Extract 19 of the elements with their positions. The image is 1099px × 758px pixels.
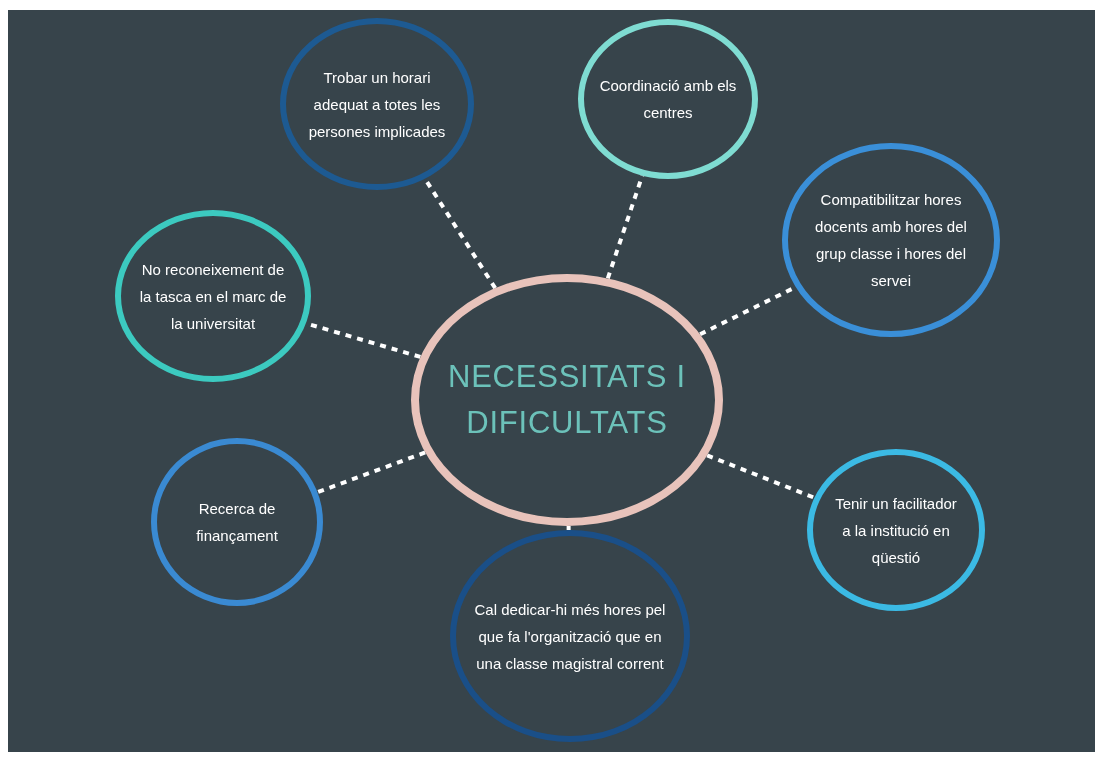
topic-ellipse	[807, 449, 985, 611]
topic-ellipse	[151, 438, 323, 606]
topic-ellipse	[115, 210, 311, 382]
topic-text: No reconeixement de la tasca en el marc de la universitat	[138, 259, 288, 334]
central-topic-text: NECESSITATS I DIFICULTATS	[447, 358, 687, 442]
topic-text: Tenir un facilitador a la institució en qüestió	[834, 493, 958, 568]
topic-text: Cal dedicar-hi més hores pel que fa l'organització que en una classe magistral corrent	[473, 599, 667, 674]
dotted-connector	[706, 453, 816, 500]
topic-ellipse	[782, 143, 1000, 337]
topic-text: Trobar un horari adequat a totes les persones implicades	[307, 67, 447, 142]
dotted-connector	[316, 450, 426, 495]
central-topic-ellipse	[411, 274, 723, 526]
topic-ellipse	[450, 530, 690, 742]
topic-ellipse	[578, 19, 758, 179]
topic-text: Coordinació amb els centres	[598, 76, 738, 123]
dotted-connector	[566, 525, 571, 531]
topic-text: Recerca de finançament	[195, 499, 279, 546]
topic-ellipse	[280, 18, 474, 190]
topic-text: Compatibilitzar hores docents amb hores del grup classe i hores del servei	[814, 190, 968, 291]
